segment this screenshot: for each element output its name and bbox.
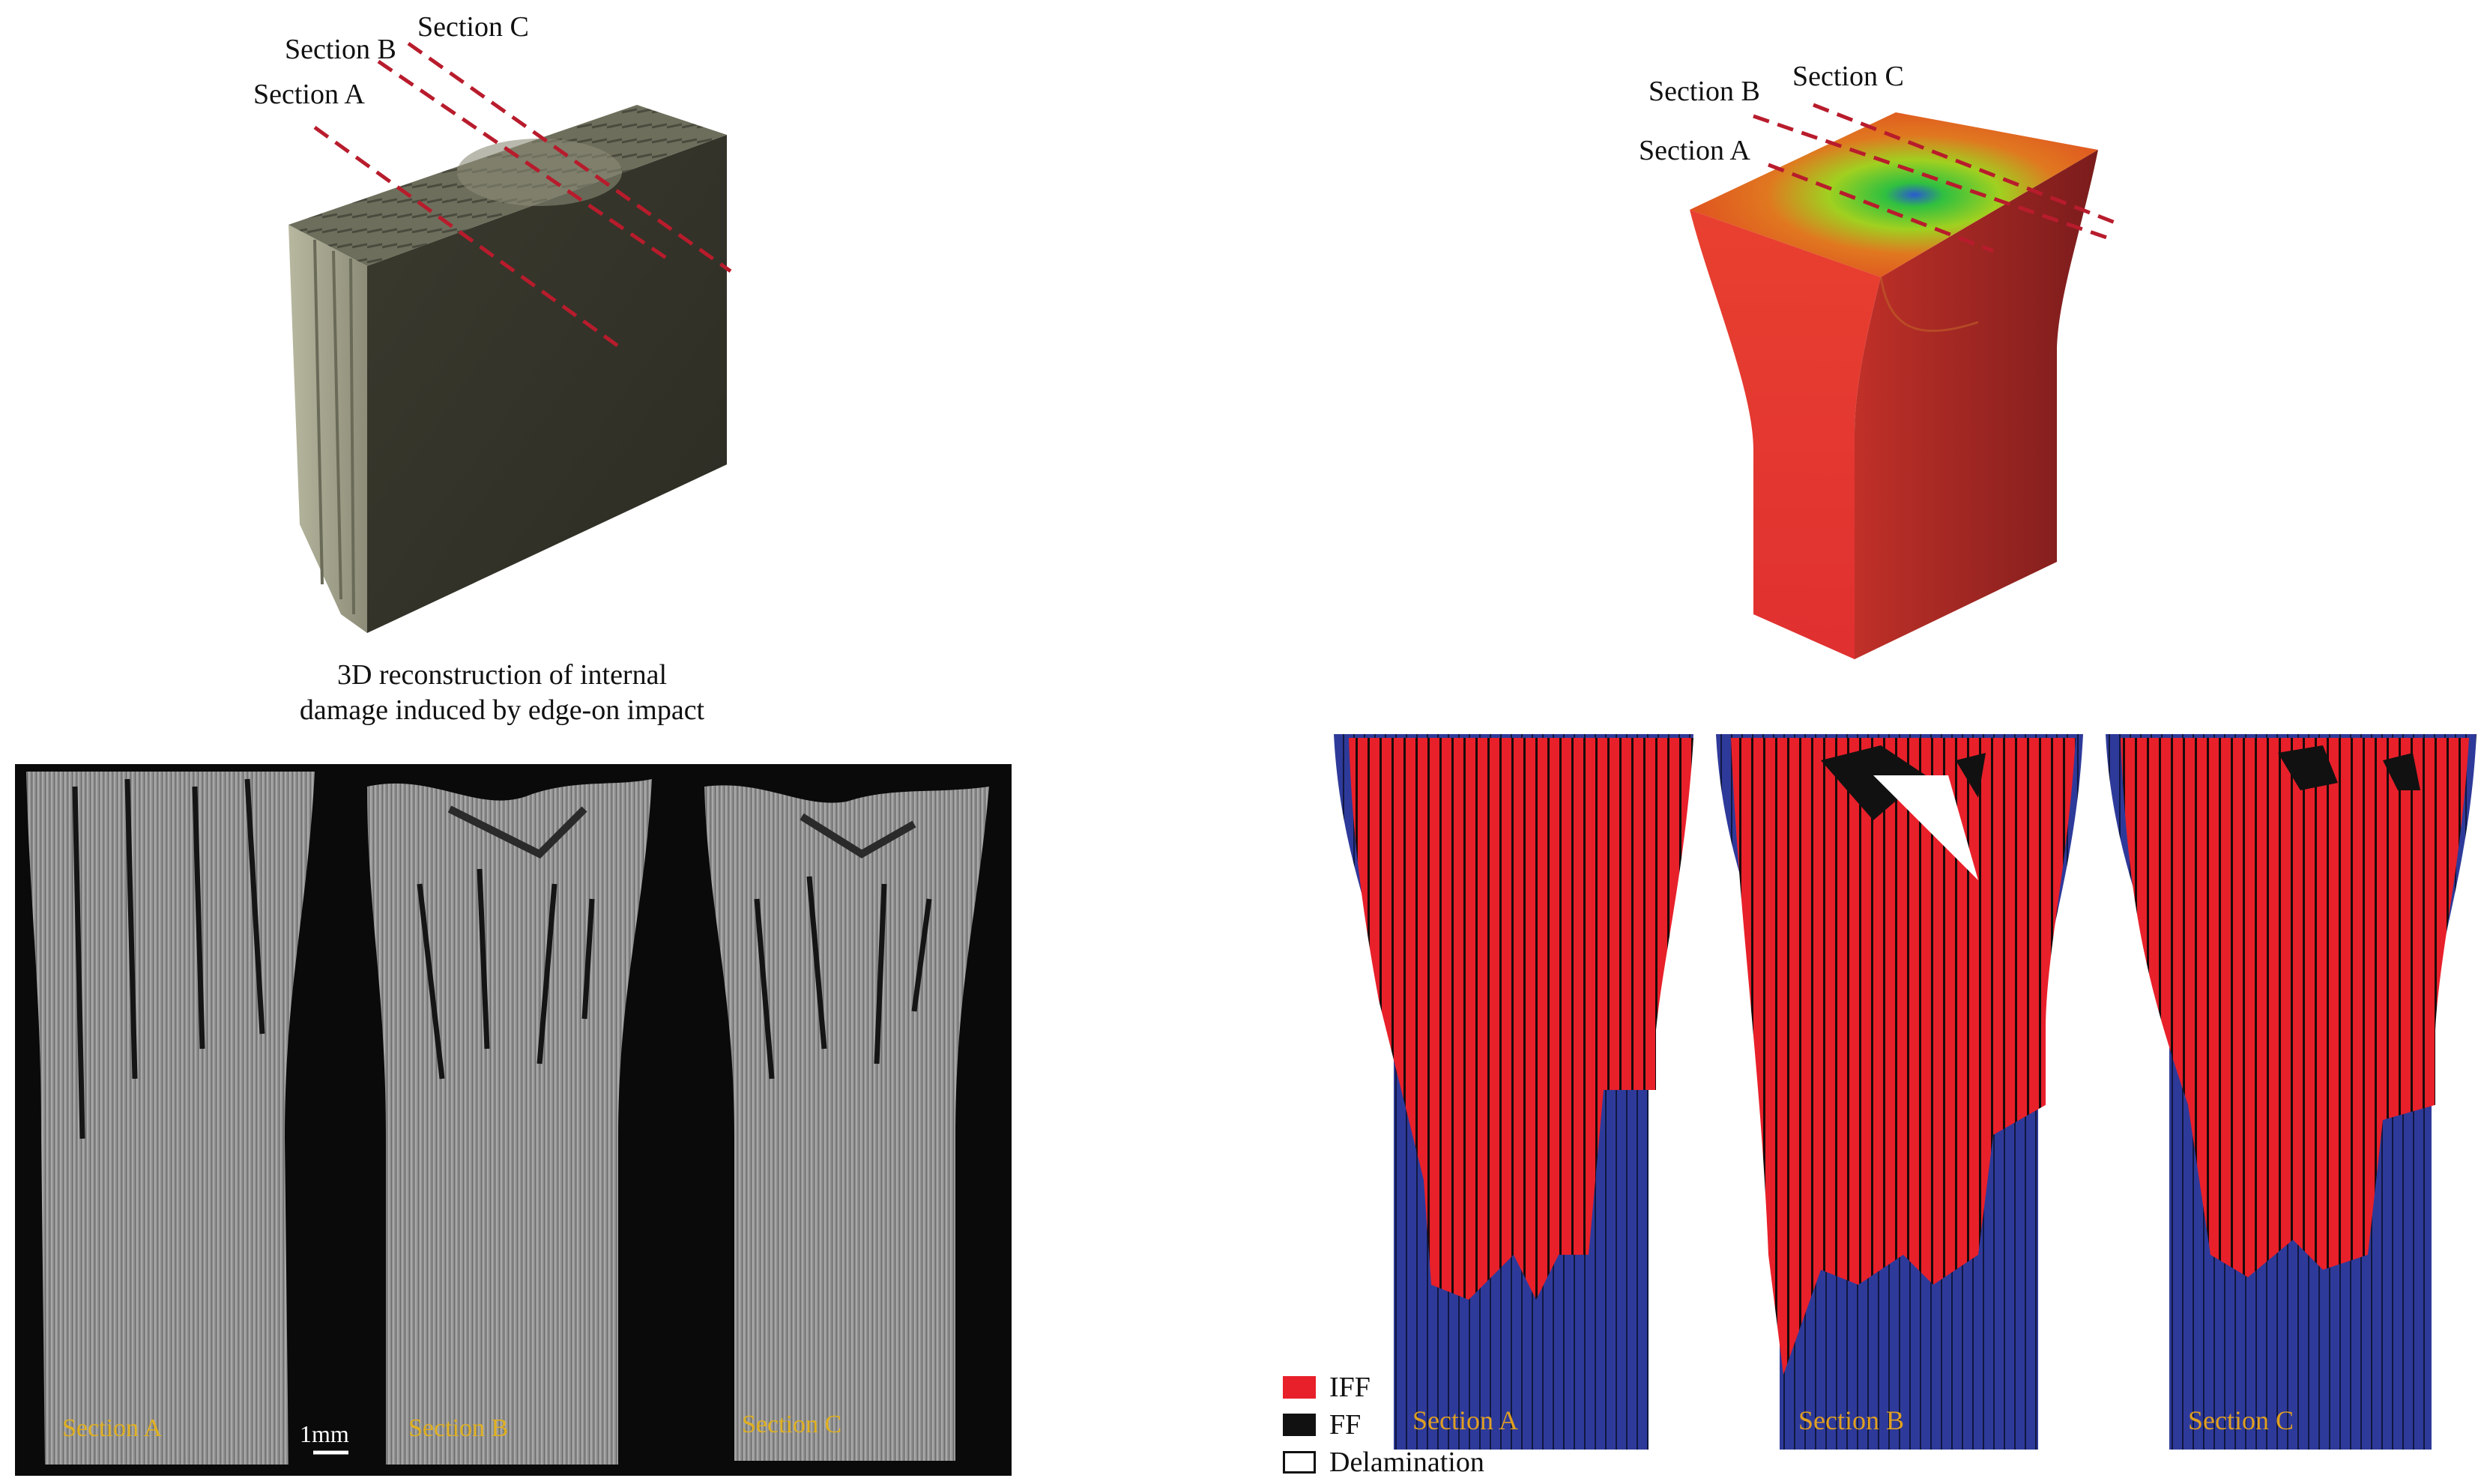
- sim-3d-label-section-a: Section A: [1639, 135, 1750, 166]
- ct-3d-label-section-a: Section A: [253, 79, 365, 110]
- ct-slices-panel: [15, 764, 1012, 1476]
- legend-swatch-delamination: [1283, 1451, 1316, 1474]
- ct-3d-caption-line2: damage induced by edge-on impact: [299, 694, 705, 726]
- ct-slice-b: [367, 779, 652, 1465]
- ct-3d-label-section-b: Section B: [285, 34, 396, 65]
- ct-label-section-b: Section B: [408, 1414, 509, 1442]
- sim-label-section-b: Section B: [1798, 1405, 1904, 1435]
- sim-label-section-a: Section A: [1412, 1405, 1518, 1435]
- legend-item-ff: FF: [1283, 1408, 1361, 1441]
- sim-3d-label-section-c: Section C: [1792, 61, 1904, 92]
- legend-item-delamination: Delamination: [1283, 1446, 1484, 1479]
- sim-section-a: [1334, 734, 1693, 1450]
- sim-3d-block: [1690, 112, 2098, 659]
- legend-item-iff: IFF: [1283, 1371, 1371, 1404]
- sim-section-line-b: [1753, 114, 2114, 242]
- sim-sections-panel: [1334, 734, 2477, 1450]
- sim-section-line-a: [1768, 163, 1994, 253]
- sim-section-c: [2106, 734, 2477, 1450]
- sim-3d-section-lines: [1753, 103, 2121, 253]
- ct-3d-caption: 3D reconstruction of internal damage ind…: [225, 658, 779, 728]
- sim-section-b: [1716, 734, 2083, 1450]
- section-line-b: [377, 59, 668, 261]
- ct-slice-a: [26, 772, 315, 1465]
- ct-3d-section-lines: [313, 41, 732, 348]
- section-line-a: [313, 125, 620, 348]
- ct-3d-block: [288, 105, 727, 633]
- ct-label-section-c: Section C: [742, 1411, 842, 1438]
- sim-label-section-c: Section C: [2188, 1405, 2294, 1435]
- legend-swatch-iff: [1283, 1376, 1316, 1399]
- ct-slice-c: [704, 785, 989, 1461]
- ct-label-section-a: Section A: [62, 1414, 163, 1442]
- sim-section-line-c: [1813, 103, 2121, 227]
- scale-bar-label: 1mm: [300, 1420, 349, 1447]
- ct-3d-label-section-c: Section C: [417, 11, 529, 43]
- ct-3d-caption-line1: 3D reconstruction of internal: [336, 659, 668, 691]
- legend-label-delamination: Delamination: [1329, 1447, 1484, 1478]
- legend-swatch-ff: [1283, 1414, 1316, 1436]
- sim-3d-label-section-b: Section B: [1649, 76, 1760, 107]
- section-line-c: [407, 41, 732, 273]
- legend-label-ff: FF: [1329, 1409, 1362, 1441]
- legend-label-iff: IFF: [1329, 1372, 1371, 1403]
